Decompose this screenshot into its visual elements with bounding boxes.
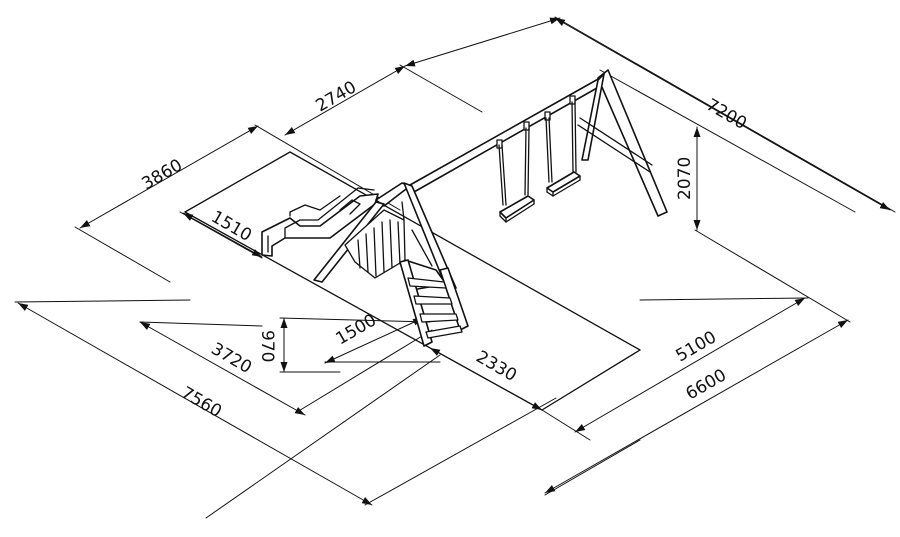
dim-label-6600: 6600 — [683, 365, 730, 404]
dimline-3860 — [79, 125, 259, 229]
dim-label-2070: 2070 — [675, 157, 695, 200]
dim-label-5100: 5100 — [673, 327, 720, 366]
ladder-rung — [407, 277, 447, 289]
dimension-labels: 7200 2740 3860 1510 2070 970 1500 2330 3… — [139, 77, 750, 422]
dimline-2740 — [284, 65, 406, 136]
dim-label-7200: 7200 — [703, 95, 750, 134]
dim-label-2740: 2740 — [313, 77, 360, 116]
swing-a-frame-right-back — [581, 73, 605, 161]
dim-label-3860: 3860 — [139, 155, 186, 194]
swing-left — [498, 127, 535, 223]
dimline-7200 — [554, 17, 891, 211]
dim-label-3720: 3720 — [208, 339, 255, 378]
dimension-lines — [17, 17, 891, 506]
tower-leg-right — [403, 182, 457, 293]
dimline-1510 — [182, 212, 263, 258]
dim-label-7560: 7560 — [178, 383, 225, 422]
ladder-rail-right — [439, 267, 469, 331]
dimline-5100 — [574, 297, 806, 433]
dimline-3720 — [139, 321, 306, 416]
dimline-2330 — [429, 347, 543, 411]
dim-label-1500: 1500 — [333, 310, 380, 349]
climbing-tower — [313, 182, 469, 347]
extension-lines — [14, 16, 896, 519]
dimline-6600 — [544, 319, 849, 494]
dim-label-2330: 2330 — [473, 347, 520, 386]
swing-frame — [409, 69, 668, 217]
swing-right — [545, 101, 581, 197]
ladder-rung — [413, 295, 453, 305]
ladder-rung — [419, 313, 459, 323]
swing-a-frame-right-front — [597, 69, 668, 217]
dimline-7560 — [17, 302, 373, 506]
dim-label-970: 970 — [257, 330, 277, 362]
dimline-2740b — [404, 17, 561, 67]
ladder-rung — [425, 325, 463, 339]
